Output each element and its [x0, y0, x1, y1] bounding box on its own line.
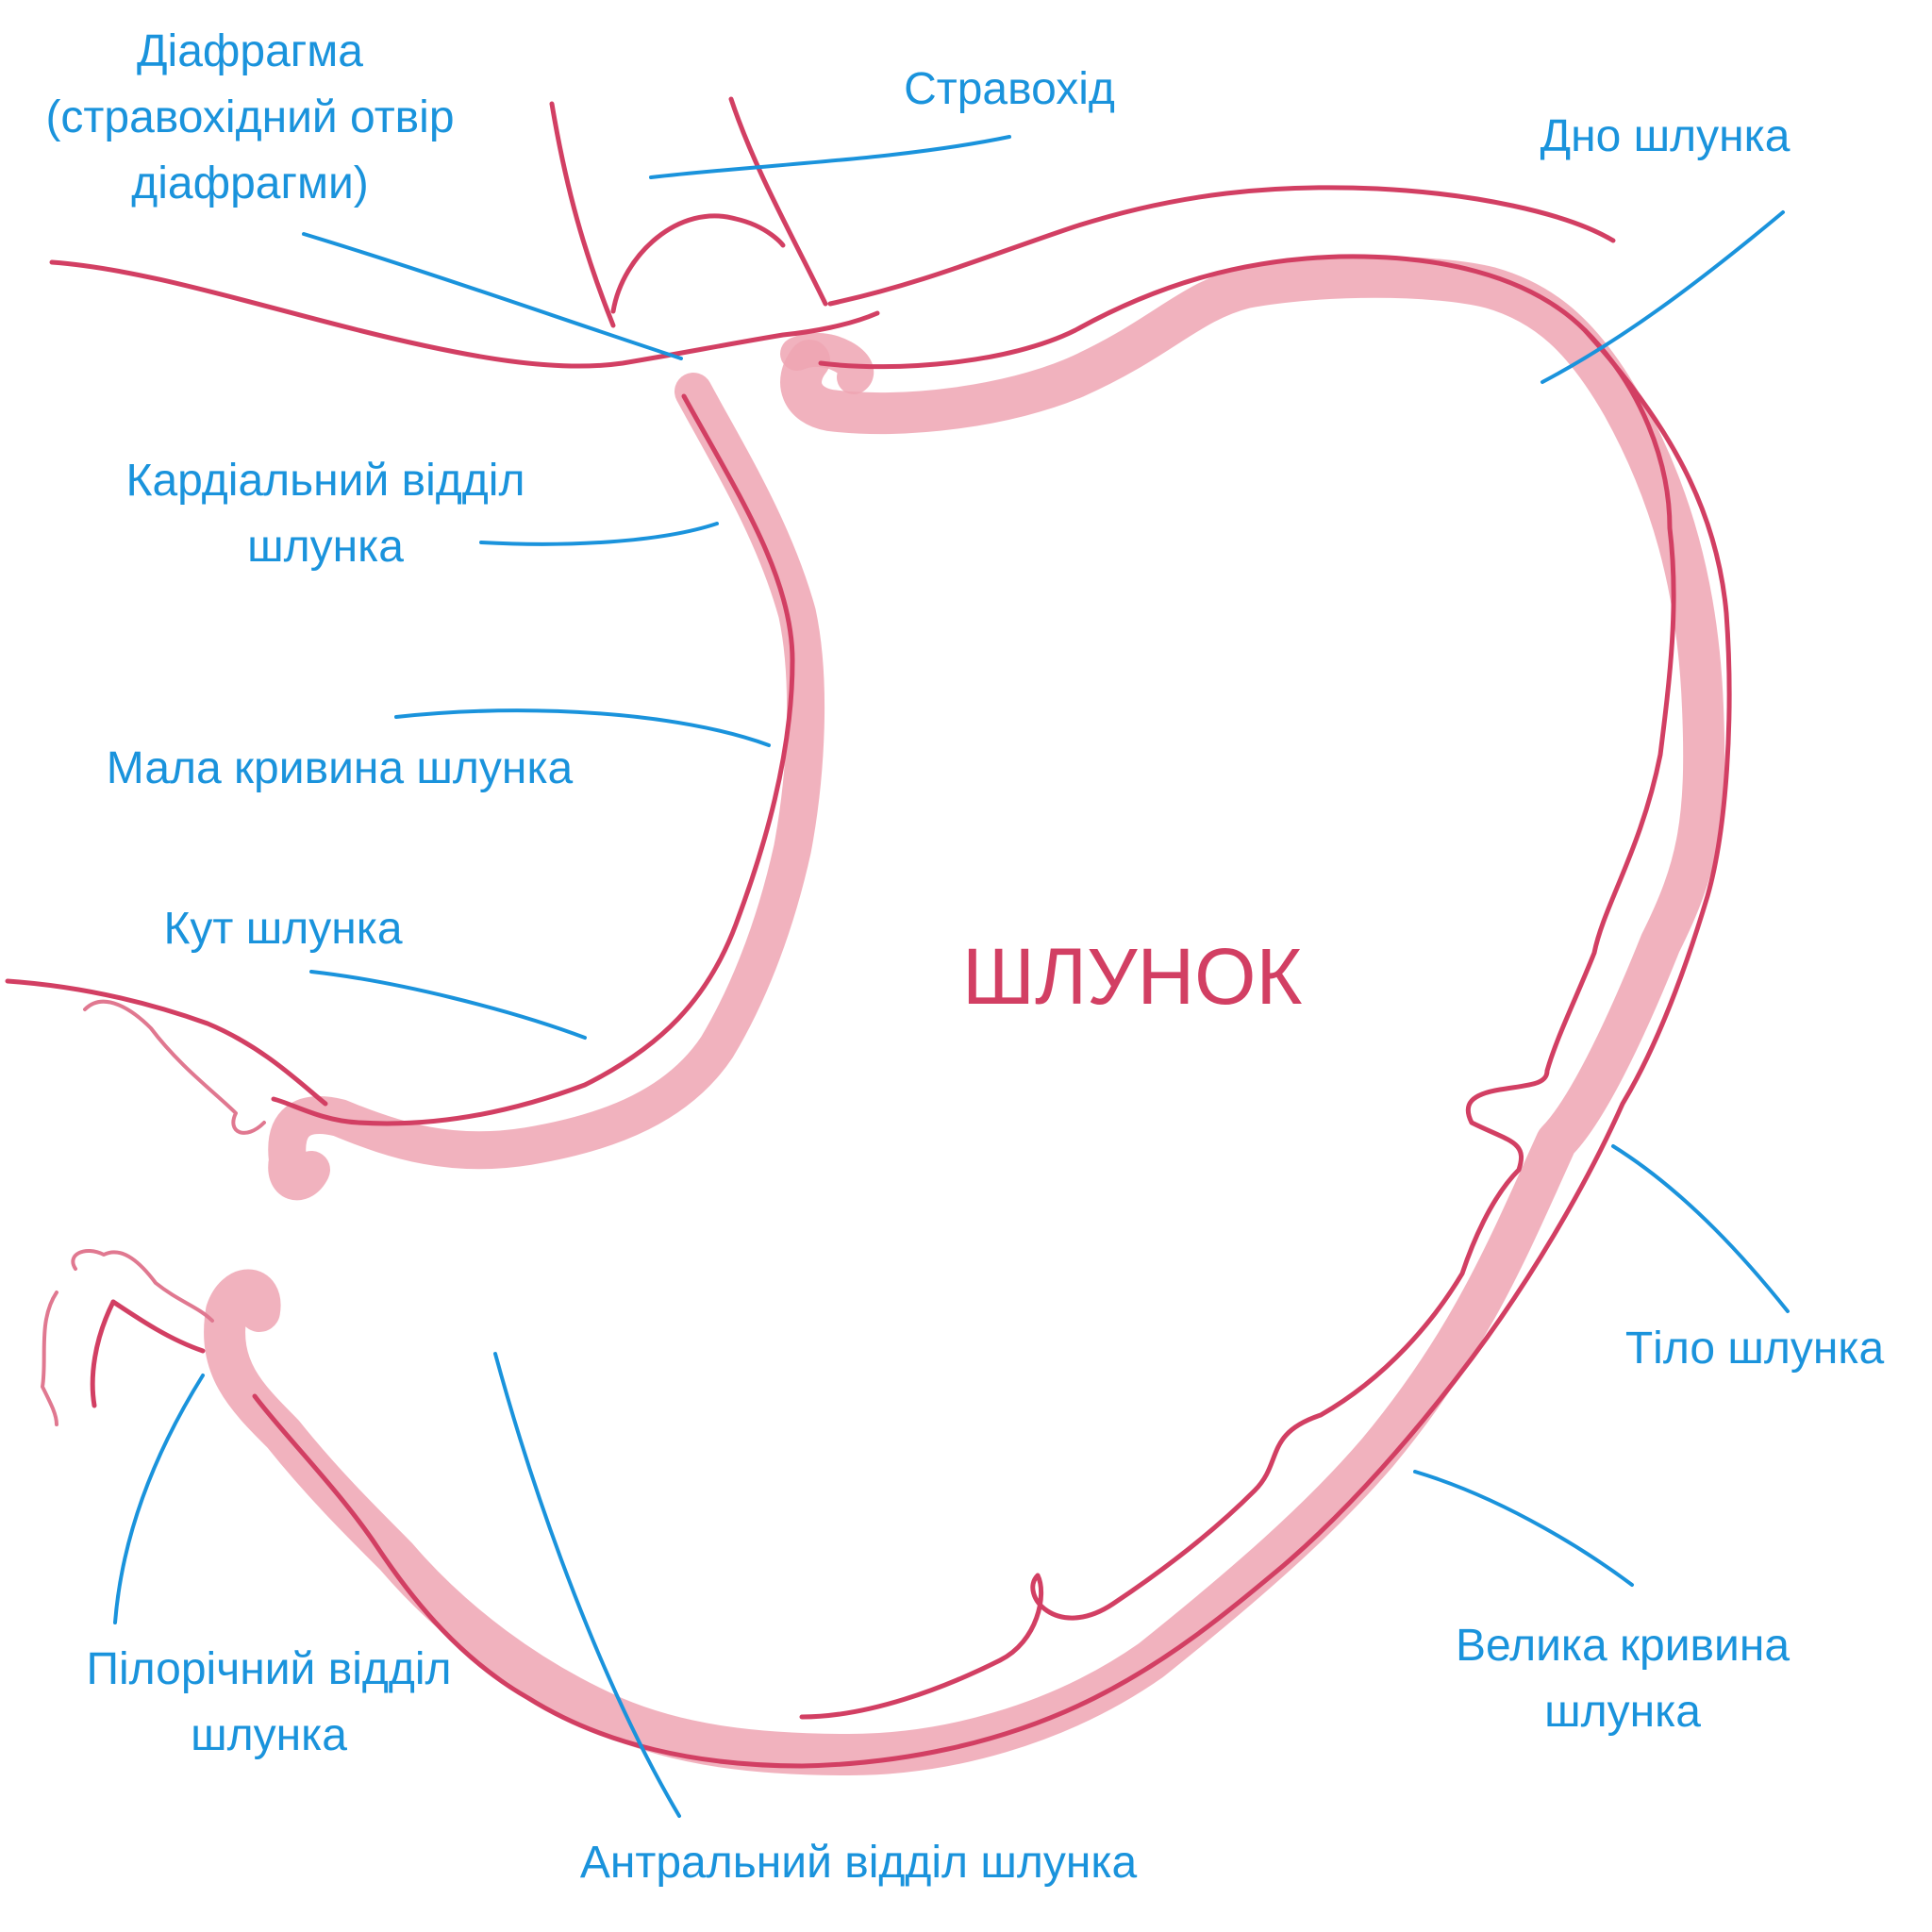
greater-curvature-inner-line [799, 254, 1676, 1720]
duodenum-line-vertical [90, 1299, 116, 1408]
label-esophagus: Стравохід [904, 64, 1115, 114]
stomach-wall-lower [268, 373, 825, 1201]
label-cardia: Кардіальний відділ шлунка [125, 456, 525, 572]
esophagus-wall-right [728, 96, 828, 307]
leader-lesser-curvature [394, 708, 771, 747]
duodenum-line-lower [110, 1299, 206, 1354]
leader-pylorus [113, 1374, 205, 1624]
leader-body [1611, 1144, 1790, 1313]
leader-esophagus [649, 135, 1011, 179]
duodenum-wavy [41, 999, 266, 1426]
diagram-title: ШЛУНОК [962, 932, 1303, 1021]
stomach-wall [204, 256, 1725, 1775]
leader-angle [309, 970, 587, 1040]
label-fundus: Дно шлунка [1540, 111, 1790, 161]
label-antrum: Антральний відділ шлунка [579, 1838, 1138, 1888]
lesser-curvature-line [271, 393, 795, 1126]
leader-fundus [1541, 210, 1785, 384]
fundus-top-wall [780, 332, 874, 394]
hiatus-arc [610, 213, 786, 314]
esophagus-wall-left [549, 101, 616, 328]
diaphragm-line-left [49, 259, 880, 369]
leader-lines [113, 135, 1790, 1818]
duodenum-line-upper [5, 978, 328, 1107]
stomach-outline [5, 96, 1732, 1769]
leader-antrum [493, 1352, 681, 1818]
leader-diaphragm [302, 232, 683, 360]
diaphragm-line-right [827, 185, 1616, 307]
label-body: Тіло шлунка [1624, 1324, 1885, 1374]
label-greater-curvature: Велика кривина шлунка [1455, 1621, 1790, 1737]
leader-cardia [479, 522, 719, 546]
greater-curvature-outer-line [252, 327, 1732, 1769]
label-diaphragm: Діафрагма (стравохідний отвір діафрагми) [45, 26, 455, 208]
label-lesser-curvature: Мала кривина шлунка [106, 743, 574, 793]
leader-greater-curvature [1413, 1470, 1634, 1587]
label-pylorus: Пілорічний відділ шлунка [86, 1644, 452, 1760]
label-angle: Кут шлунка [163, 904, 403, 954]
stomach-wall-upper [204, 256, 1725, 1775]
